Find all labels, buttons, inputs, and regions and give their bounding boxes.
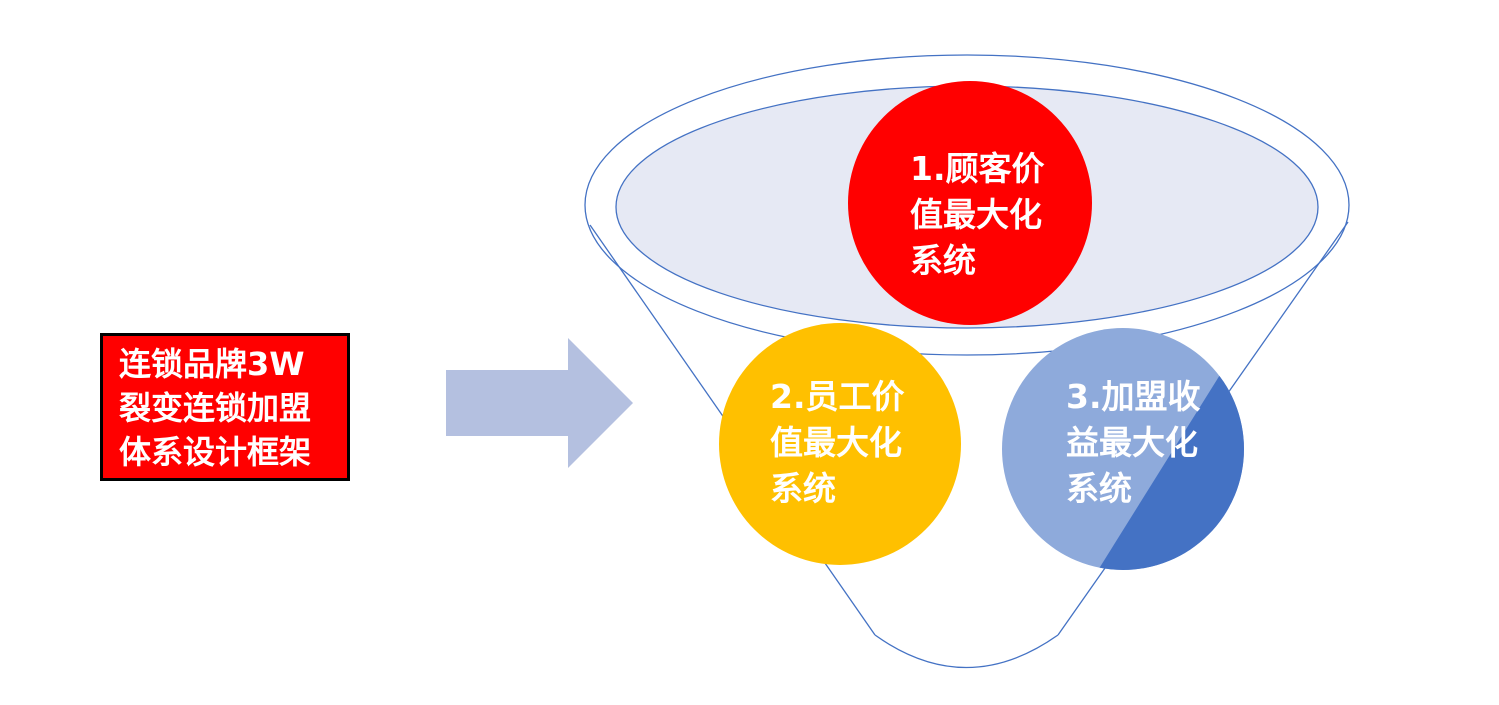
right-arrow-icon [446, 338, 633, 468]
employee-value-circle [719, 323, 961, 565]
franchise-profit-line-2: 益最大化 [1066, 423, 1198, 462]
title-line-3: 体系设计框架 [119, 433, 312, 471]
franchise-profit-line-1: 3.加盟收 [1066, 377, 1201, 416]
customer-value-label: 1.顾客价 值最大化 系统 [910, 146, 1045, 284]
funnel-bottom [874, 634, 1059, 669]
customer-value-circle [848, 81, 1092, 325]
title-line-1: 连锁品牌3W [119, 345, 305, 383]
franchise-circle-accent [1095, 330, 1244, 570]
employee-value-label: 2.员工价 值最大化 系统 [770, 374, 905, 512]
customer-value-line-2: 值最大化 [910, 195, 1042, 234]
employee-value-line-1: 2.员工价 [770, 377, 905, 416]
customer-value-line-3: 系统 [910, 241, 976, 280]
funnel-outer-rim [584, 54, 1350, 356]
title-line-2: 裂变连锁加盟 [119, 389, 312, 427]
customer-value-line-1: 1.顾客价 [910, 149, 1045, 188]
employee-value-line-2: 值最大化 [770, 423, 902, 462]
framework-title-box: 连锁品牌3W 裂变连锁加盟 体系设计框架 [100, 333, 350, 481]
employee-value-line-3: 系统 [770, 469, 836, 508]
franchise-profit-line-3: 系统 [1066, 469, 1132, 508]
franchise-profit-label: 3.加盟收 益最大化 系统 [1066, 374, 1201, 512]
